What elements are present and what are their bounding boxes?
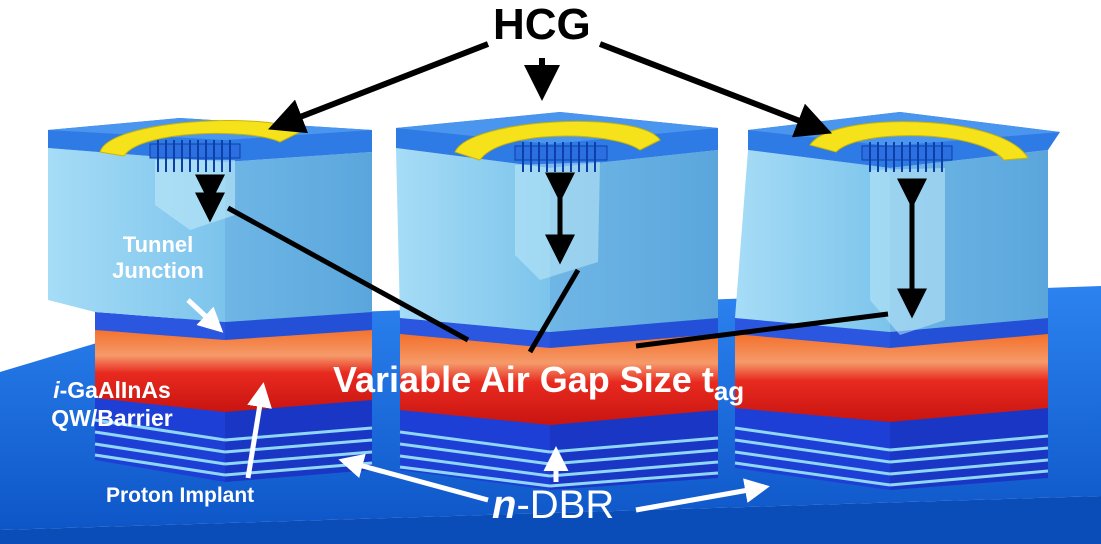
pillar-right <box>734 112 1060 490</box>
qw-barrier-label: i-GaAlInAs QW/Barrier <box>15 376 209 432</box>
qw-label-italic-prefix: i <box>53 377 60 403</box>
pillar-middle <box>396 112 719 490</box>
air-gap-arrows <box>195 172 927 319</box>
ndbr-italic-prefix: n <box>492 483 517 527</box>
ndbr-label: n-DBR <box>492 480 614 530</box>
white-arrows <box>186 298 770 513</box>
tunnel-label-line1: Tunnel <box>122 232 194 257</box>
ndbr-label-rest: -DBR <box>516 483 615 527</box>
hcg-arrows <box>268 41 832 138</box>
tunnel-junction-label: Tunnel Junction <box>100 232 216 284</box>
qw-label-line1: i-GaAlInAs <box>15 376 209 404</box>
qw-label-line2: QW/Barrier <box>51 405 173 431</box>
tunnel-label-line2: Junction <box>112 258 204 283</box>
proton-implant-label: Proton Implant <box>106 484 255 507</box>
air-gap-label: Variable Air Gap Size tag <box>333 358 744 413</box>
air-gap-label-main: Variable Air Gap Size t <box>333 359 714 400</box>
qw-label-line1-rest: -GaAlInAs <box>59 377 171 403</box>
pillar-left <box>48 118 373 482</box>
hcg-label: HCG <box>493 0 591 49</box>
air-gap-pointer-lines <box>226 205 889 354</box>
air-gap-label-subscript: ag <box>713 376 745 407</box>
